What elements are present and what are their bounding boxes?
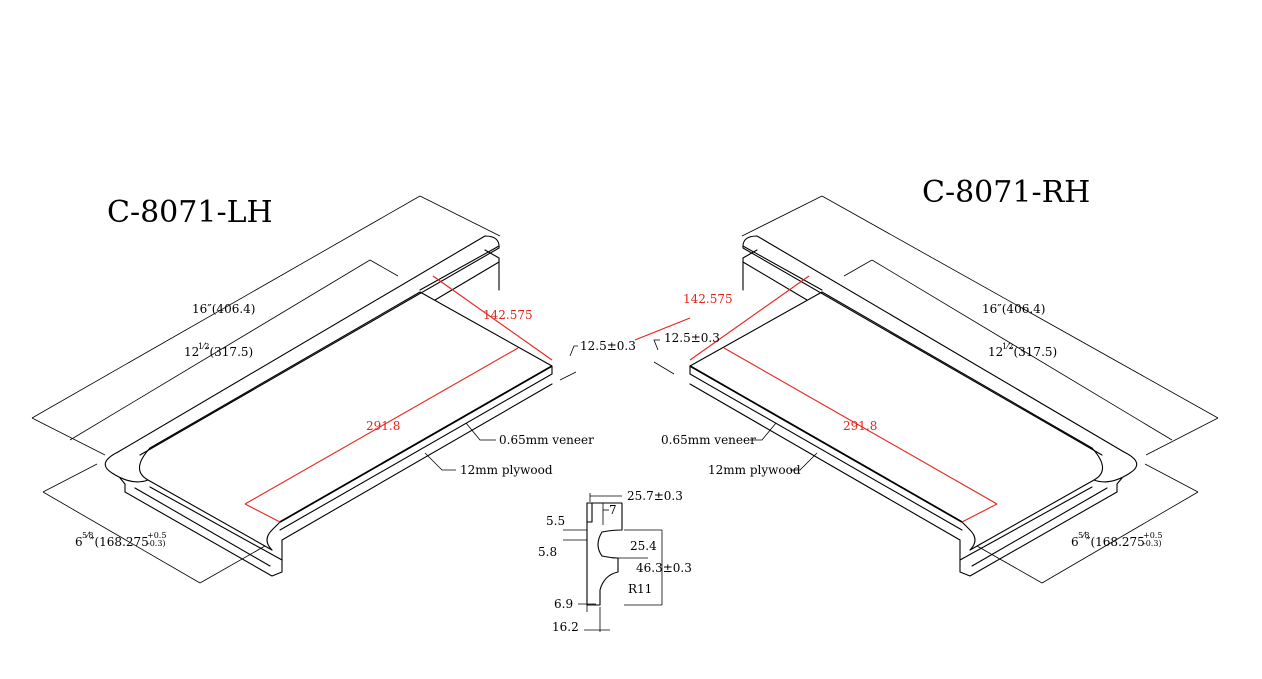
svg-text:5⁄8: 5⁄8 <box>1078 531 1090 540</box>
right-red-diagonal-value: 142.575 <box>683 292 733 306</box>
profile-groove-width: 5.5 <box>546 514 565 528</box>
profile-inner-height: 25.4 <box>630 539 657 553</box>
right-back-strip <box>742 235 1125 456</box>
profile-groove-height: 5.8 <box>538 545 557 559</box>
svg-text:″(168.275: ″(168.275 <box>90 535 149 549</box>
right-red-length-value: 291.8 <box>843 419 877 433</box>
left-stair-nosing: C-8071-LH <box>31 195 636 584</box>
right-inner-length-label: 12 1⁄2 ″(317.5) <box>988 342 1057 359</box>
left-red-dimensions: 142.575 291.8 <box>244 275 553 523</box>
right-tread-body <box>689 291 1138 577</box>
svg-text:5⁄8: 5⁄8 <box>82 531 94 540</box>
right-depth-label: 6 5⁄8 ″(168.275 +0.5 -0.3) <box>1071 531 1162 549</box>
right-veneer-callout: 0.65mm veneer <box>661 422 777 447</box>
left-back-strip <box>117 235 500 456</box>
svg-text:12mm plywood: 12mm plywood <box>708 463 801 477</box>
svg-text:1⁄2: 1⁄2 <box>1002 342 1014 351</box>
profile-cross-section: 25.7±0.3 7 5.5 5.8 25.4 46.3±0.3 R11 6.9… <box>538 489 692 634</box>
right-thickness-dimension: 12.5±0.3 <box>653 331 720 375</box>
right-title: C-8071-RH <box>922 175 1090 210</box>
profile-bottom-step: 6.9 <box>554 597 573 611</box>
left-depth-label: 6 5⁄8 ″(168.275 +0.5 -0.3) <box>75 531 166 549</box>
svg-text:0.65mm veneer: 0.65mm veneer <box>661 433 756 447</box>
right-plywood-callout: 12mm plywood <box>708 452 818 477</box>
left-title: C-8071-LH <box>107 195 273 230</box>
svg-text:6: 6 <box>75 535 83 549</box>
svg-text:6: 6 <box>1071 535 1079 549</box>
svg-text:12: 12 <box>184 345 199 359</box>
svg-text:+0.5: +0.5 <box>1143 531 1162 540</box>
svg-text:12: 12 <box>988 345 1003 359</box>
left-red-diagonal-value: 142.575 <box>483 308 533 322</box>
right-stair-nosing: C-8071-RH <box>634 175 1219 584</box>
svg-text:+0.5: +0.5 <box>147 531 166 540</box>
left-plywood-callout: 12mm plywood <box>424 452 553 477</box>
profile-total-height: 46.3±0.3 <box>636 561 692 575</box>
svg-text:12.5±0.3: 12.5±0.3 <box>664 331 720 345</box>
left-length-label: 16″(406.4) <box>192 302 255 316</box>
left-red-length-value: 291.8 <box>366 419 400 433</box>
right-length-label: 16″(406.4) <box>982 302 1045 316</box>
profile-radius: R11 <box>628 582 652 596</box>
left-dimension-lines <box>31 195 501 584</box>
left-veneer-callout: 0.65mm veneer <box>465 422 594 447</box>
svg-text:-0.3): -0.3) <box>147 539 166 548</box>
right-red-dimensions: 142.575 291.8 <box>634 275 998 523</box>
profile-lip: 7 <box>609 503 617 517</box>
svg-text:″(317.5): ″(317.5) <box>1009 345 1057 359</box>
svg-text:1⁄2: 1⁄2 <box>198 342 210 351</box>
profile-bottom-width: 16.2 <box>552 620 579 634</box>
svg-text:0.65mm veneer: 0.65mm veneer <box>499 433 594 447</box>
right-dimension-lines <box>741 195 1219 584</box>
svg-text:″(168.275: ″(168.275 <box>1086 535 1145 549</box>
svg-text:-0.3): -0.3) <box>1143 539 1162 548</box>
left-thickness-dimension: 12.5±0.3 <box>559 339 636 381</box>
profile-top-width: 25.7±0.3 <box>627 489 683 503</box>
svg-text:12mm plywood: 12mm plywood <box>460 463 553 477</box>
svg-text:12.5±0.3: 12.5±0.3 <box>580 339 636 353</box>
left-tread-body <box>104 291 553 577</box>
svg-text:″(317.5): ″(317.5) <box>205 345 253 359</box>
left-inner-length-label: 12 1⁄2 ″(317.5) <box>184 342 253 359</box>
